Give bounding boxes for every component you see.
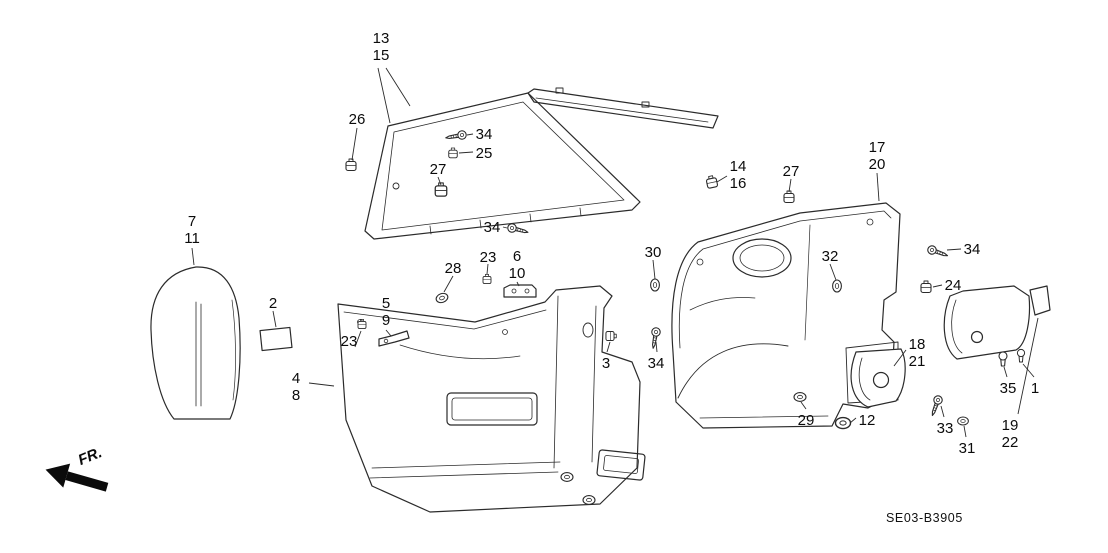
bracket-6-10-part	[503, 284, 537, 298]
grommet-31-icon	[957, 416, 969, 426]
leader-lines	[191, 67, 1039, 438]
grommet-lower2-icon	[582, 495, 596, 505]
bolt-1-icon	[1016, 348, 1026, 363]
pad-part	[259, 326, 293, 352]
screw-34d-icon	[648, 326, 662, 350]
upper-rail-garnish-part	[527, 87, 719, 129]
grommet-32-icon	[831, 279, 843, 293]
quarter-window-garnish-part	[364, 92, 641, 240]
grommet-30-icon	[649, 278, 661, 292]
bracket-5-9-part	[378, 330, 410, 347]
clip-3-icon	[605, 330, 617, 342]
lower-pocket-part	[596, 449, 646, 481]
grommet-28-icon	[434, 291, 450, 305]
rear-side-lining-part	[671, 202, 901, 429]
clip-26-icon	[345, 158, 357, 172]
side-cover-part	[150, 266, 241, 420]
clip-27b-icon	[783, 190, 795, 204]
screw-34b-icon	[506, 222, 530, 237]
side-pocket-part	[850, 348, 906, 408]
clip-23a-icon	[482, 273, 492, 285]
grommet-12-icon	[834, 416, 852, 430]
clip-14-16-icon	[705, 174, 719, 190]
fr-direction-arrow-icon	[45, 463, 109, 492]
grommet-29-icon	[793, 392, 807, 402]
clip-24-icon	[920, 280, 932, 294]
grommet-lower-icon	[560, 472, 574, 482]
drawing-code: SE03-B3905	[886, 511, 963, 525]
bolt-35-icon	[998, 351, 1008, 367]
screw-34c-icon	[926, 244, 950, 261]
screw-34a-icon	[444, 129, 468, 143]
main-side-lining-part	[337, 285, 641, 513]
side-lid-part	[943, 285, 1051, 360]
clip-25-icon	[448, 147, 458, 159]
screw-33-icon	[927, 394, 944, 418]
